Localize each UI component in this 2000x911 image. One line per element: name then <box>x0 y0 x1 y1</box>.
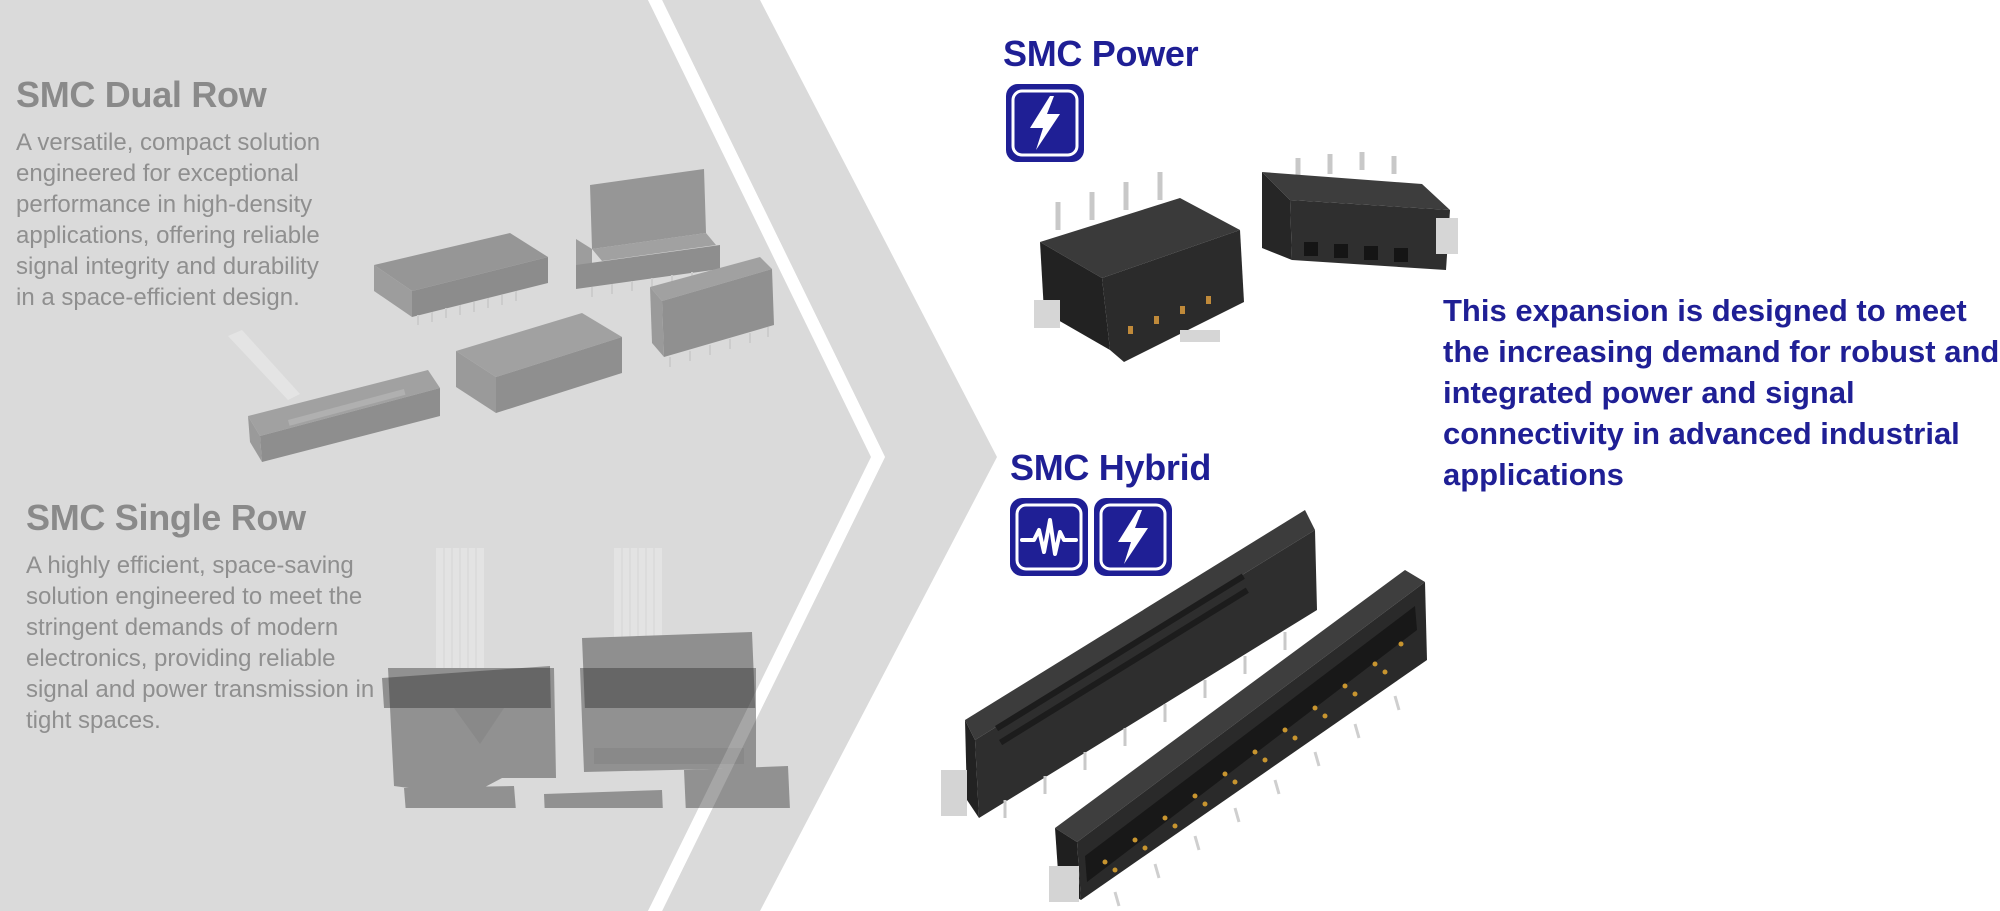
single-row-title: SMC Single Row <box>26 497 306 538</box>
smc-hybrid-connectors-image <box>941 510 1427 907</box>
smc-power-title: SMC Power <box>1003 33 1199 74</box>
expansion-statement: This expansion is designed to meet the i… <box>1443 293 2000 492</box>
gray-panel-left <box>0 0 885 911</box>
dual-row-ribbon-connector-image <box>228 330 440 462</box>
signal-waveform-icon <box>1010 498 1088 581</box>
single-row-connectors-image <box>388 668 790 808</box>
dual-row-connectors-image <box>374 169 774 413</box>
single-row-description: A highly efficient, space-saving solutio… <box>26 552 375 734</box>
dual-row-connector <box>374 233 548 325</box>
smc-hybrid-title: SMC Hybrid <box>1010 447 1212 488</box>
hybrid-connector-header <box>1049 570 1427 907</box>
dual-row-title: SMC Dual Row <box>16 74 267 115</box>
dual-row-connector <box>456 313 622 413</box>
dual-row-description: A versatile, compact solution engineered… <box>16 129 321 311</box>
power-connector-back <box>1262 152 1458 270</box>
hybrid-connector-receptacle <box>941 510 1317 818</box>
dual-row-connector <box>576 169 720 297</box>
dual-row-connector <box>650 257 774 367</box>
lightning-bolt-icon <box>1006 84 1084 167</box>
lightning-bolt-icon <box>1094 498 1172 581</box>
gray-chevron-right <box>662 0 997 911</box>
power-connector-front <box>1034 172 1244 362</box>
smc-power-connectors-image <box>1034 152 1458 362</box>
single-row-ribbon-connectors-image <box>382 548 756 708</box>
